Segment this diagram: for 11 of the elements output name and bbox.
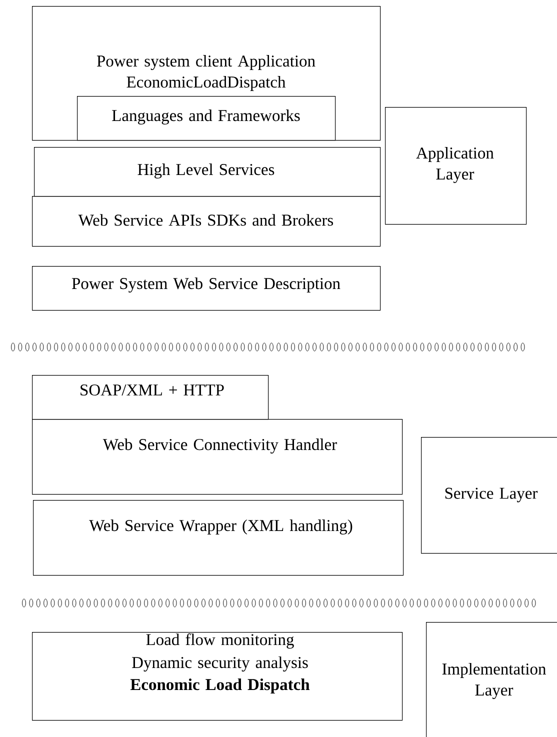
stack-box: Languages and Frameworks [77,96,336,141]
layer-box: Service Layer [421,437,557,554]
stack-box: Web Service APIs SDKs and Brokers [32,196,381,247]
stack-box: SOAP/XML + HTTP [32,375,269,420]
stack-box: Web Service Wrapper (XML handling) [33,500,404,576]
stack-box: Power System Web Service Description [32,266,381,311]
layer-box: Implementation Layer [426,622,557,737]
stack-box: High Level Services [34,147,381,197]
stack-box: Load flow monitoring Dynamic security analysis Economic Load Dispatch [32,632,403,721]
stack-box: Web Service Connectivity Handler [32,419,403,495]
layer-box: Application Layer [385,107,527,225]
